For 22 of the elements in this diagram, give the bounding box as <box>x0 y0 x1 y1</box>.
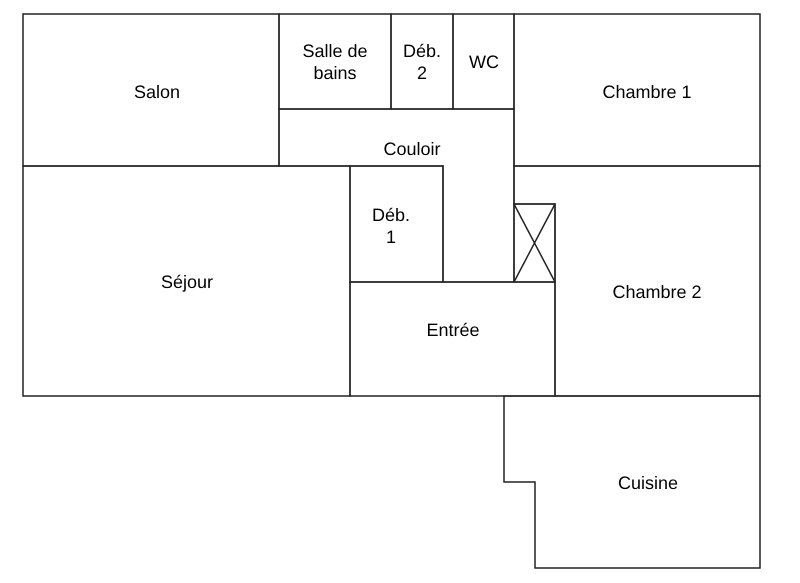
room-outline <box>279 109 514 282</box>
room-outline <box>453 14 514 109</box>
room-outline <box>23 166 350 396</box>
room-outline <box>514 166 760 396</box>
room-label: WC <box>468 51 500 73</box>
room-outline <box>514 14 760 166</box>
room-outline <box>350 282 555 396</box>
room-outline <box>23 14 279 166</box>
room-label: Déb. 1 <box>370 204 412 248</box>
room-label: Entrée <box>425 319 481 341</box>
room-outline <box>350 166 443 282</box>
room-outline <box>391 14 453 109</box>
room-label: Séjour <box>160 271 214 293</box>
room-label: Salle de bains <box>301 40 369 84</box>
room-outline <box>504 396 760 568</box>
room-label: Chambre 2 <box>611 281 703 303</box>
room-label: Couloir <box>382 138 442 160</box>
room-label: Cuisine <box>616 472 680 494</box>
room-label: Chambre 1 <box>601 81 693 103</box>
room-label: Déb. 2 <box>402 40 442 84</box>
room-label: Salon <box>132 81 182 103</box>
room-outline <box>279 14 391 109</box>
